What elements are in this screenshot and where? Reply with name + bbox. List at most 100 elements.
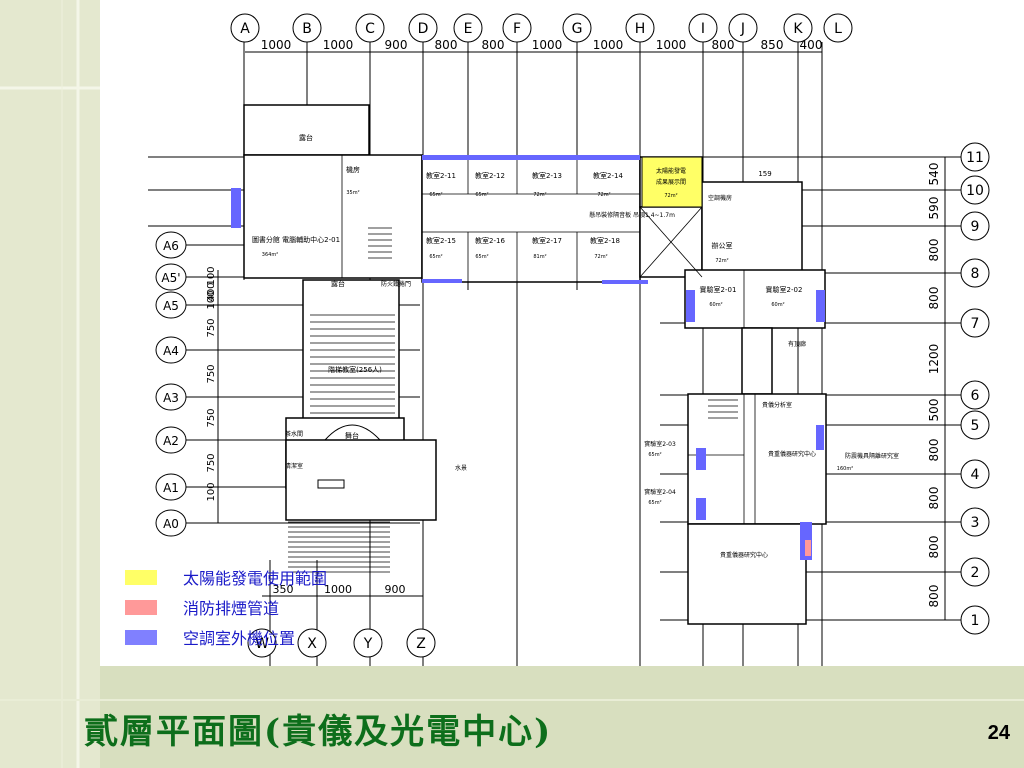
room-corridor-cover: 有頂廊 xyxy=(788,340,806,348)
grid-label-A: A xyxy=(240,21,250,37)
room-pantry: 茶水間 xyxy=(285,430,303,438)
room-balcony-top: 露台 xyxy=(299,133,313,142)
floor-plan-drawing: A B C D E F G H I J K L 1000 1000 900 80… xyxy=(148,13,990,666)
grid-label-D: D xyxy=(418,21,429,37)
grid-row-5: 5 xyxy=(971,418,980,434)
room-precision-center: 貴重儀器研究中心 xyxy=(768,450,816,458)
room-solar-line1: 太陽能發電 xyxy=(656,167,686,175)
legend-item-smoke: 消防排煙管道 xyxy=(125,592,327,622)
room-lab-2-02-area: 60m² xyxy=(771,302,784,308)
room-solar-area: 72m² xyxy=(664,193,677,199)
grid-label-G: G xyxy=(572,21,583,37)
grid-row-11: 11 xyxy=(966,150,984,166)
legend-label-solar: 太陽能發電使用範圍 xyxy=(183,569,328,588)
grid-bubble-H xyxy=(625,13,655,43)
room-precision-note: 防震機具隔離研究室 xyxy=(845,452,899,460)
room-stage: 舞台 xyxy=(345,431,359,440)
grid-label-H: H xyxy=(635,21,646,37)
left-dim-small-1: 100 xyxy=(206,266,217,285)
grid-label-F: F xyxy=(513,21,521,37)
grid-label-I: I xyxy=(701,21,705,37)
room-2-18-area: 72m² xyxy=(594,254,607,260)
grid-bubble-J xyxy=(728,13,758,43)
room-lab-2-04-area: 65m² xyxy=(648,500,661,506)
row-dim-6-5: 500 xyxy=(927,399,941,422)
room-2-11-area: 65m² xyxy=(429,192,442,198)
room-2-14-area: 72m² xyxy=(597,192,610,198)
grid-row-A6: A6 xyxy=(163,239,179,253)
grid-row-6: 6 xyxy=(971,388,980,404)
room-lab-2-03: 實驗室2-03 xyxy=(644,440,676,448)
grid-label-B: B xyxy=(302,21,312,37)
room-library-area: 364m² xyxy=(262,252,278,258)
row-dim-7-6: 1200 xyxy=(927,344,941,375)
grid-label-L: L xyxy=(834,21,842,37)
grid-bubble-D xyxy=(408,13,438,43)
grid-row-A4: A4 xyxy=(163,344,179,358)
grid-row-4: 4 xyxy=(971,467,980,483)
page-number: 24 xyxy=(987,722,1010,744)
room-2-16-area: 65m² xyxy=(475,254,488,260)
room-lab-2-01-area: 60m² xyxy=(709,302,722,308)
grid-dim-F-G: 1000 xyxy=(532,38,563,52)
room-classroom-2-15: 教室2-15 xyxy=(426,236,456,245)
room-precision-center-2: 貴重儀器研究中心 xyxy=(720,551,768,559)
grid-label-K: K xyxy=(793,21,803,37)
grid-row-2: 2 xyxy=(971,565,980,581)
grid-bubble-F xyxy=(502,13,532,43)
left-dim-1: 400 xyxy=(206,282,217,301)
grid-dim-I-J: 800 xyxy=(712,38,735,52)
room-precision-area: 160m² xyxy=(837,466,853,472)
room-library: 圖書分館 電腦輔助中心2-01 xyxy=(252,235,340,244)
row-dim-2-1: 800 xyxy=(927,585,941,608)
room-office-area: 72m² xyxy=(715,258,728,264)
room-auditorium: 階梯教室(256人) xyxy=(328,365,382,374)
grid-row-3: 3 xyxy=(971,515,980,531)
floor-plan: A B C D E F G H I J K L 1000 1000 900 80… xyxy=(100,0,1024,666)
grid-row-A0: A0 xyxy=(163,517,179,531)
room-2-12-area: 65m² xyxy=(475,192,488,198)
grid-label-C: C xyxy=(365,21,375,37)
legend-label-ac: 空調室外機位置 xyxy=(183,629,296,648)
room-2-15-area: 65m² xyxy=(429,254,442,260)
room-water-feature: 水景 xyxy=(455,464,467,472)
grid-label-E: E xyxy=(464,21,473,37)
grid-row-9: 9 xyxy=(971,219,980,235)
solar-area-highlight xyxy=(641,156,703,208)
grid-row-7: 7 xyxy=(971,316,980,332)
row-dim-11-10: 540 xyxy=(927,163,941,186)
grid-bubble-K xyxy=(783,13,813,43)
grid-bubble-A xyxy=(230,13,260,43)
grid-dim-C-D: 900 xyxy=(385,38,408,52)
row-dim-4-3: 800 xyxy=(927,487,941,510)
room-shelter: 防火鐵捲門 xyxy=(381,280,411,288)
bottom-dim-1: 350 xyxy=(273,583,294,596)
grid-bubble-E xyxy=(453,13,483,43)
row-dim-3-2: 800 xyxy=(927,536,941,559)
room-classroom-2-11: 教室2-11 xyxy=(426,171,456,180)
grid-dim-E-F: 800 xyxy=(482,38,505,52)
grid-row-A3: A3 xyxy=(163,391,179,405)
grid-bubble-G xyxy=(562,13,592,43)
left-dim-5: 750 xyxy=(206,453,217,472)
grid-bubble-C xyxy=(355,13,385,43)
left-dim-3: 750 xyxy=(206,364,217,383)
legend-swatch-smoke xyxy=(125,599,157,615)
row-dim-10-9: 590 xyxy=(927,197,941,220)
grid-dim-K-L: 400 xyxy=(800,38,823,52)
grid-row-1: 1 xyxy=(971,613,980,629)
room-lab-2-02: 實驗室2-02 xyxy=(766,285,803,294)
room-2-13-area: 72m² xyxy=(533,192,546,198)
grid-bubble-I xyxy=(688,13,718,43)
legend: 太陽能發電使用範圍 消防排煙管道 空調室外機位置 xyxy=(125,562,327,652)
grid-bottom-W: W xyxy=(255,636,269,652)
grid-row-8: 8 xyxy=(971,266,980,282)
room-classroom-2-13: 教室2-13 xyxy=(532,171,562,180)
left-dim-small-2: 100 xyxy=(206,290,217,309)
room-classroom-2-16: 教室2-16 xyxy=(475,236,505,245)
grid-bottom-X: X xyxy=(307,636,317,652)
room-ac: 空調機房 xyxy=(708,194,732,202)
row-dim-5-4: 800 xyxy=(927,439,941,462)
room-machine-area: 35m² xyxy=(346,190,359,196)
grid-row-A5prime: A5' xyxy=(161,271,180,285)
